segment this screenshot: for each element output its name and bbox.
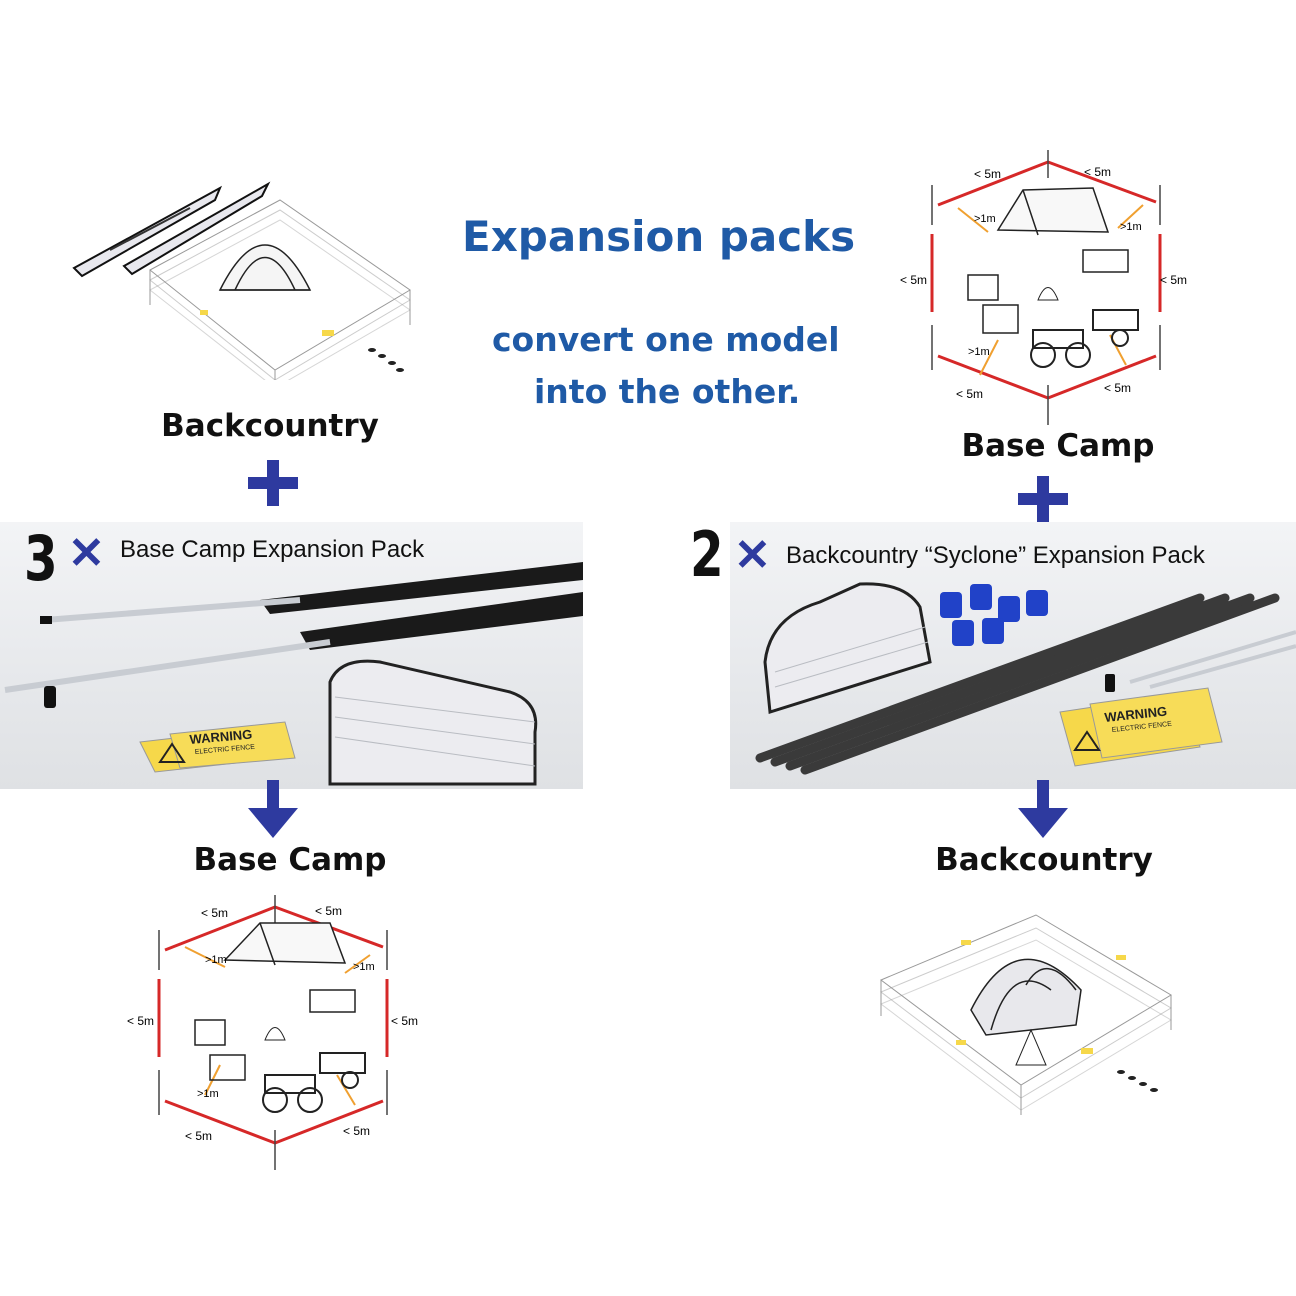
atv-icon [262,1052,366,1113]
dim-label: < 5m [185,1129,212,1143]
backcountry-illustration-right [880,914,1172,1115]
tent-icon [970,958,1082,1036]
footprints-icon [1117,1070,1158,1092]
dim-label: >1m [353,961,375,973]
right-top-label: Base Camp [961,428,1155,464]
right-pack-name: Backcountry “Syclone” Expansion Pack [786,542,1205,569]
dim-label: < 5m [1084,165,1111,179]
subtitle-line-1: convert one model [492,320,840,359]
times-icon: ✕ [68,529,105,578]
fence-post-icon [4,562,583,708]
dim-label: < 5m [315,904,342,918]
down-arrow-icon [1018,780,1068,838]
dim-label: < 5m [391,1014,418,1028]
dim-label: >1m [1120,221,1142,233]
left-result-label: Base Camp [193,842,387,878]
dim-label: >1m [205,954,227,966]
atv-icon [1030,309,1139,368]
dim-label: < 5m [900,273,927,287]
dim-label: >1m [197,1088,219,1100]
warning-sign-icon [139,721,296,773]
right-sign-text: WARNING [1104,703,1168,724]
dim-label: < 5m [127,1014,154,1028]
backcountry-illustration [72,181,411,380]
left-quantity: 3 [24,522,58,595]
page-title: Expansion packs [462,212,856,261]
left-top-label: Backcountry [161,408,379,444]
right-quantity: 2 [690,518,724,591]
dim-label: < 5m [1160,273,1187,287]
down-arrow-icon [248,780,298,838]
dim-label: < 5m [201,906,228,920]
plus-icon [1018,476,1068,522]
twine-reel-icon [328,659,538,786]
plus-icon [248,460,298,506]
left-pack-name: Base Camp Expansion Pack [120,536,425,563]
tent-icon [218,244,312,291]
dim-label: < 5m [956,387,983,401]
dim-label: >1m [974,213,996,225]
base-camp-diagram-left: < 5m < 5m < 5m < 5m < 5m < 5m >1m >1m >1… [127,895,418,1170]
backcountry-pack-photo: WARNING ELECTRIC FENCE [730,522,1296,789]
dim-label: < 5m [343,1124,370,1138]
footprints-icon [368,348,404,372]
dim-label: < 5m [974,167,1001,181]
kayak-icon [72,181,271,278]
right-result-label: Backcountry [935,842,1153,878]
dim-label: < 5m [1104,381,1131,395]
twine-reel-icon [763,582,932,714]
tent-icon [223,922,347,966]
tent-icon [996,187,1110,236]
insulator-icon [940,584,1048,646]
times-icon: ✕ [734,531,771,580]
fiberglass-rod-icon [755,593,1280,775]
warning-sign-icon [1059,687,1223,767]
base-camp-pack-photo: WARNING ELECTRIC FENCE 3 ✕ Base Camp Exp… [0,522,583,789]
base-camp-diagram-right: < 5m < 5m < 5m < 5m < 5m < 5m >1m >1m >1… [900,150,1187,425]
left-sign-text: WARNING [189,727,253,747]
dim-label: >1m [968,346,990,358]
subtitle-line-2: into the other. [534,372,801,411]
